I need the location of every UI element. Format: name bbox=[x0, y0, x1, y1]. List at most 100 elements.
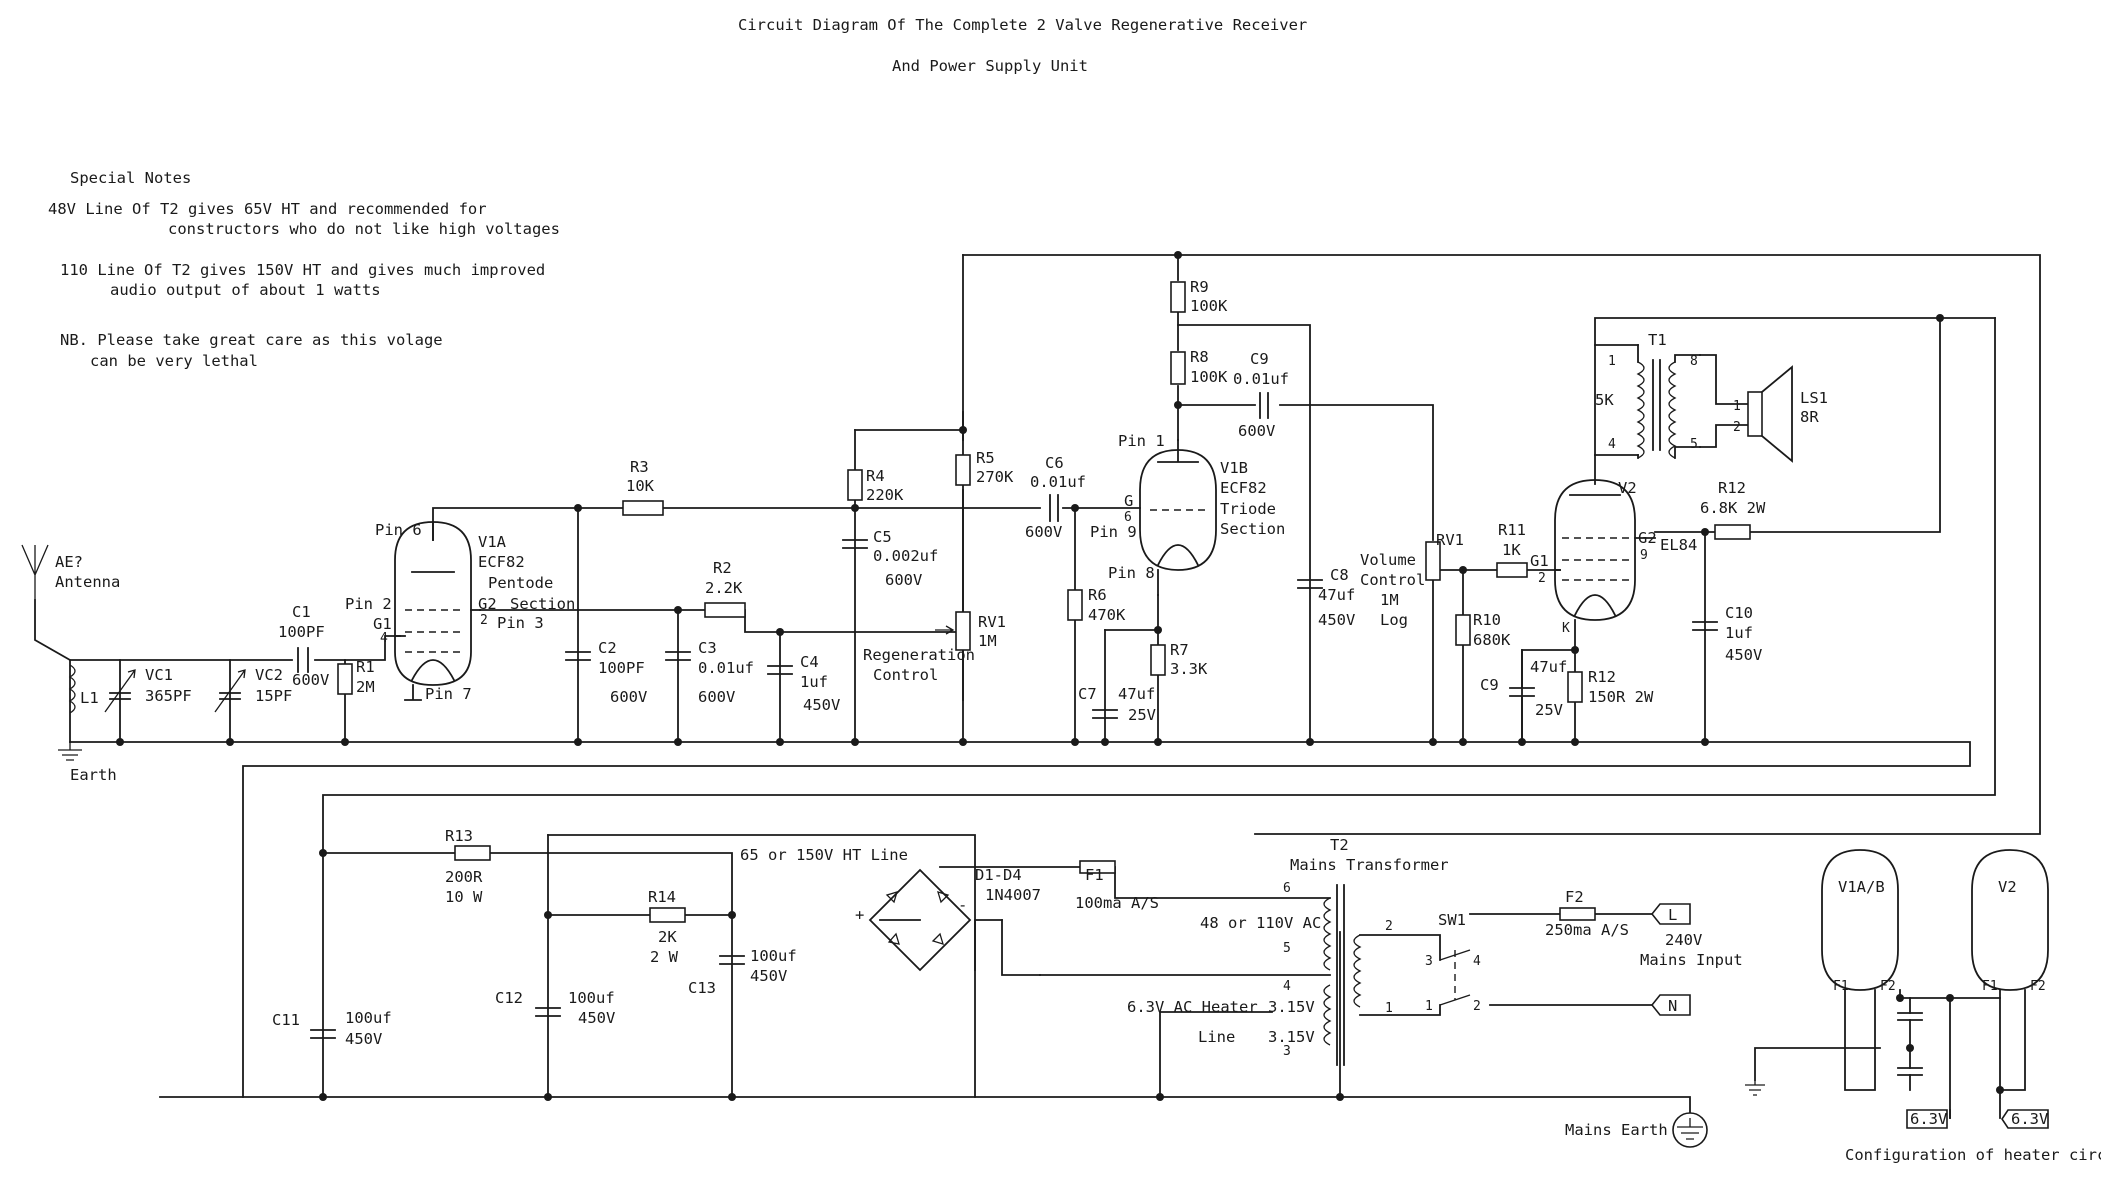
c5-label: C5 bbox=[873, 528, 892, 546]
r10-label: R10 bbox=[1473, 611, 1501, 629]
c1-label: C1 bbox=[292, 603, 311, 621]
r6-label: R6 bbox=[1088, 586, 1107, 604]
c8-capacitor bbox=[1297, 579, 1323, 589]
volume-label-3: 1M bbox=[1380, 591, 1399, 609]
v1a-type: ECF82 bbox=[478, 553, 525, 571]
l1-label: L1 bbox=[80, 689, 99, 707]
c1-value: 100PF bbox=[278, 623, 325, 641]
r12a-value: 150R 2W bbox=[1588, 688, 1654, 706]
c4-capacitor bbox=[767, 665, 793, 675]
sw1-pin4: 4 bbox=[1473, 954, 1481, 969]
c2-capacitor bbox=[565, 651, 591, 661]
r9-resistor bbox=[1170, 281, 1186, 313]
r2-value: 2.2K bbox=[705, 579, 743, 597]
c13-rating: 450V bbox=[750, 967, 787, 985]
v2-k: K bbox=[1562, 621, 1570, 636]
r14-resistor bbox=[649, 907, 686, 923]
v2-f2: F2 bbox=[2030, 979, 2046, 994]
vc2-value: 15PF bbox=[255, 687, 292, 705]
r7-resistor bbox=[1150, 644, 1166, 676]
r12-screen-resistor bbox=[1714, 524, 1751, 540]
c6-value: 0.01uf bbox=[1030, 473, 1086, 491]
vc1-label: VC1 bbox=[145, 666, 173, 684]
r2-resistor bbox=[704, 602, 746, 618]
note-1b: constructors who do not like high voltag… bbox=[168, 220, 560, 238]
sw1-pin3: 3 bbox=[1425, 954, 1433, 969]
volume-label-4: Log bbox=[1380, 611, 1408, 629]
c11-value: 100uf bbox=[345, 1009, 392, 1027]
r12b-label: R12 bbox=[1718, 479, 1746, 497]
t2-pin1: 1 bbox=[1385, 1001, 1393, 1016]
c10-capacitor bbox=[1692, 621, 1718, 631]
heater-label: 6.3V AC Heater bbox=[1127, 998, 1258, 1016]
v1b-g: G bbox=[1124, 492, 1133, 510]
note-3a: NB. Please take great care as this volag… bbox=[60, 331, 443, 349]
v1b-type: ECF82 bbox=[1220, 479, 1267, 497]
heater-terminal-2 bbox=[2001, 1109, 2049, 1129]
v2-g2: G2 bbox=[1638, 529, 1657, 547]
heater-terminal-1-label: 6.3V bbox=[1910, 1110, 1947, 1128]
c8-label: C8 bbox=[1330, 566, 1349, 584]
antenna-symbol bbox=[21, 544, 49, 600]
c3-capacitor bbox=[665, 651, 691, 661]
c7-capacitor bbox=[1092, 709, 1118, 719]
heater-v2: 3.15V bbox=[1268, 1028, 1315, 1046]
d1-value: 1N4007 bbox=[985, 886, 1041, 904]
rv1b-label: RV1 bbox=[1436, 531, 1464, 549]
c3-label: C3 bbox=[698, 639, 717, 657]
heater-config-caption: Configuration of heater circuit bbox=[1845, 1146, 2101, 1164]
c9-cathode-capacitor bbox=[1509, 649, 1535, 743]
v1b-pin1: Pin 1 bbox=[1118, 432, 1165, 450]
v1b-pin8: Pin 8 bbox=[1108, 564, 1155, 582]
c13-label: C13 bbox=[688, 979, 716, 997]
c10-label: C10 bbox=[1725, 604, 1753, 622]
heater-v1: 3.15V bbox=[1268, 998, 1315, 1016]
heater-earth-symbol bbox=[1745, 1080, 1765, 1096]
vc1-value: 365PF bbox=[145, 687, 192, 705]
r9-value: 100K bbox=[1190, 297, 1228, 315]
r11-label: R11 bbox=[1498, 521, 1526, 539]
rv1-regeneration-pot bbox=[935, 611, 971, 651]
heater-terminal-1 bbox=[1906, 1109, 1948, 1129]
r6-value: 470K bbox=[1088, 606, 1126, 624]
r3-resistor bbox=[622, 500, 664, 516]
n-terminal-label: N bbox=[1668, 997, 1677, 1015]
f1-fuse bbox=[1079, 860, 1116, 874]
c10-rating: 450V bbox=[1725, 646, 1762, 664]
note-2a: 110 Line Of T2 gives 150V HT and gives m… bbox=[60, 261, 545, 279]
v1a-section-2: Section bbox=[510, 595, 575, 613]
r13-label: R13 bbox=[445, 827, 473, 845]
v2-f1: F1 bbox=[1982, 979, 1998, 994]
v1b-pin9: Pin 9 bbox=[1090, 523, 1137, 541]
earth-label: Earth bbox=[70, 766, 117, 784]
c6-capacitor bbox=[1049, 494, 1059, 522]
v2-heater-bulb bbox=[1971, 849, 2049, 991]
volume-label-1: Volume bbox=[1360, 551, 1416, 569]
v1ab-heater-bulb bbox=[1821, 849, 1899, 991]
t1-pin8: 8 bbox=[1690, 354, 1698, 369]
note-1a: 48V Line Of T2 gives 65V HT and recommen… bbox=[48, 200, 487, 218]
v1a-g2: G2 bbox=[478, 595, 497, 613]
c1-rating: 600V bbox=[292, 671, 329, 689]
c8-rating: 450V bbox=[1318, 611, 1355, 629]
f1-value: 100ma A/S bbox=[1075, 894, 1159, 912]
r4-value: 220K bbox=[866, 486, 904, 504]
r11-resistor bbox=[1496, 562, 1528, 578]
volume-label-2: Control bbox=[1360, 571, 1425, 589]
c12-value: 100uf bbox=[568, 989, 615, 1007]
r12b-value: 6.8K 2W bbox=[1700, 499, 1766, 517]
r14-rating: 2 W bbox=[650, 948, 679, 966]
mains-earth-symbol bbox=[1672, 1112, 1708, 1148]
junctions bbox=[116, 251, 2004, 1101]
mains-voltage: 240V bbox=[1665, 931, 1702, 949]
v1a-section-1: Pentode bbox=[488, 574, 553, 592]
ht-line-label: 65 or 150V HT Line bbox=[740, 846, 908, 864]
t1-primary: 5K bbox=[1595, 391, 1614, 409]
t1-pin1: 1 bbox=[1608, 354, 1616, 369]
v1a-pin-4: 4 bbox=[380, 631, 388, 646]
c3-rating: 600V bbox=[698, 688, 735, 706]
l-terminal bbox=[1650, 903, 1691, 925]
r13-rating: 10 W bbox=[445, 888, 483, 906]
sw1-pin2: 2 bbox=[1473, 999, 1481, 1014]
